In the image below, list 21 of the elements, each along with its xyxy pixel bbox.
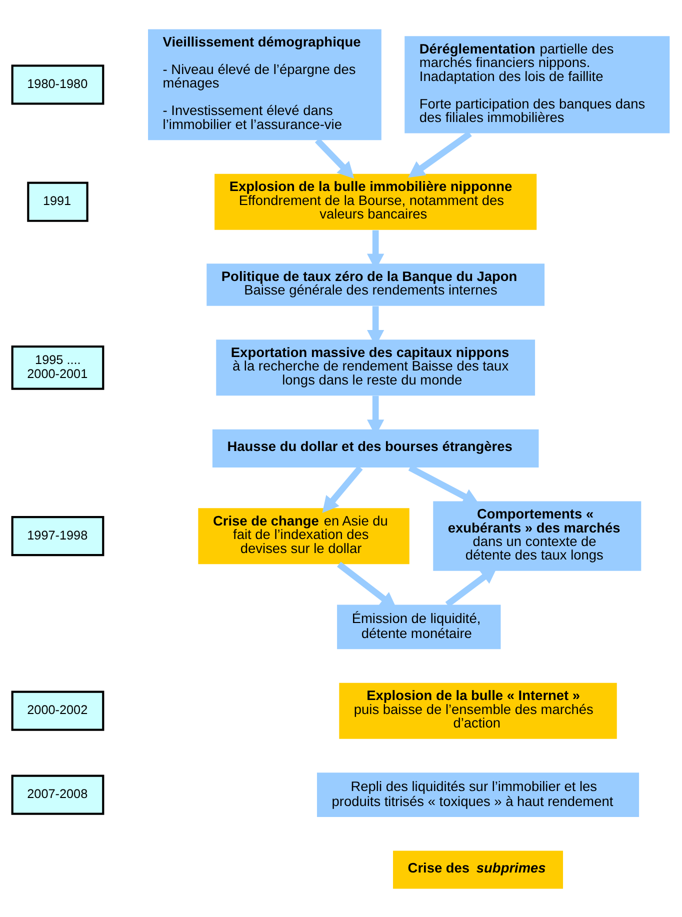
- node-box: Vieillissement démographique - Niveau élevé de l’épargne des ménages - Investissement élevé dans l’immobilier et l’assurance-vie: [148, 28, 382, 140]
- node-box: Émission de liquidité, détente monétaire: [337, 604, 501, 649]
- node-box: Explosion de la bulle « Internet » puis baisse de l’ensemble des marchés d’action: [339, 682, 617, 738]
- node-box: Déréglementation partielle des marchés financiers nippons. Inadaptation des lois de faillite Forte participation des banques dans des filiales immobilières: [404, 36, 670, 133]
- node-box: Exportation massive des capitaux nippons à la recherche de rendement Baisse des taux longs dans le reste du monde: [216, 339, 536, 396]
- node-box: Crise de change en Asie du fait de l’indexation des devises sur le dollar: [198, 508, 410, 564]
- node-box: Politique de taux zéro de la Banque du Japon Baisse générale des rendements internes: [206, 263, 545, 306]
- arrow: [314, 138, 354, 178]
- node-box: 1995 .... 2000-2001: [11, 344, 104, 390]
- node-box: Comportements « exubérants » des marchés dans un contexte de détente des taux longs: [433, 500, 642, 570]
- node-box: 2007-2008: [11, 774, 104, 814]
- arrow: [408, 130, 472, 178]
- node-box: 1991: [27, 181, 88, 222]
- node-box: 2000-2002: [11, 690, 104, 730]
- node-box: Explosion de la bulle immobilière nipponne Effondrement de la Bourse, notamment des valeurs bancaires: [214, 173, 537, 230]
- node-box: 1980-1980: [11, 64, 104, 104]
- node-box: 1997-1998: [11, 516, 104, 556]
- node-box: Crise des subprimes: [393, 850, 564, 888]
- node-box: Repli des liquidités sur l’immobilier et les produits titrisés « toxiques » à haut rendement: [316, 772, 640, 816]
- arrow: [322, 465, 363, 512]
- node-box: Hausse du dollar et des bourses étrangères: [212, 428, 539, 467]
